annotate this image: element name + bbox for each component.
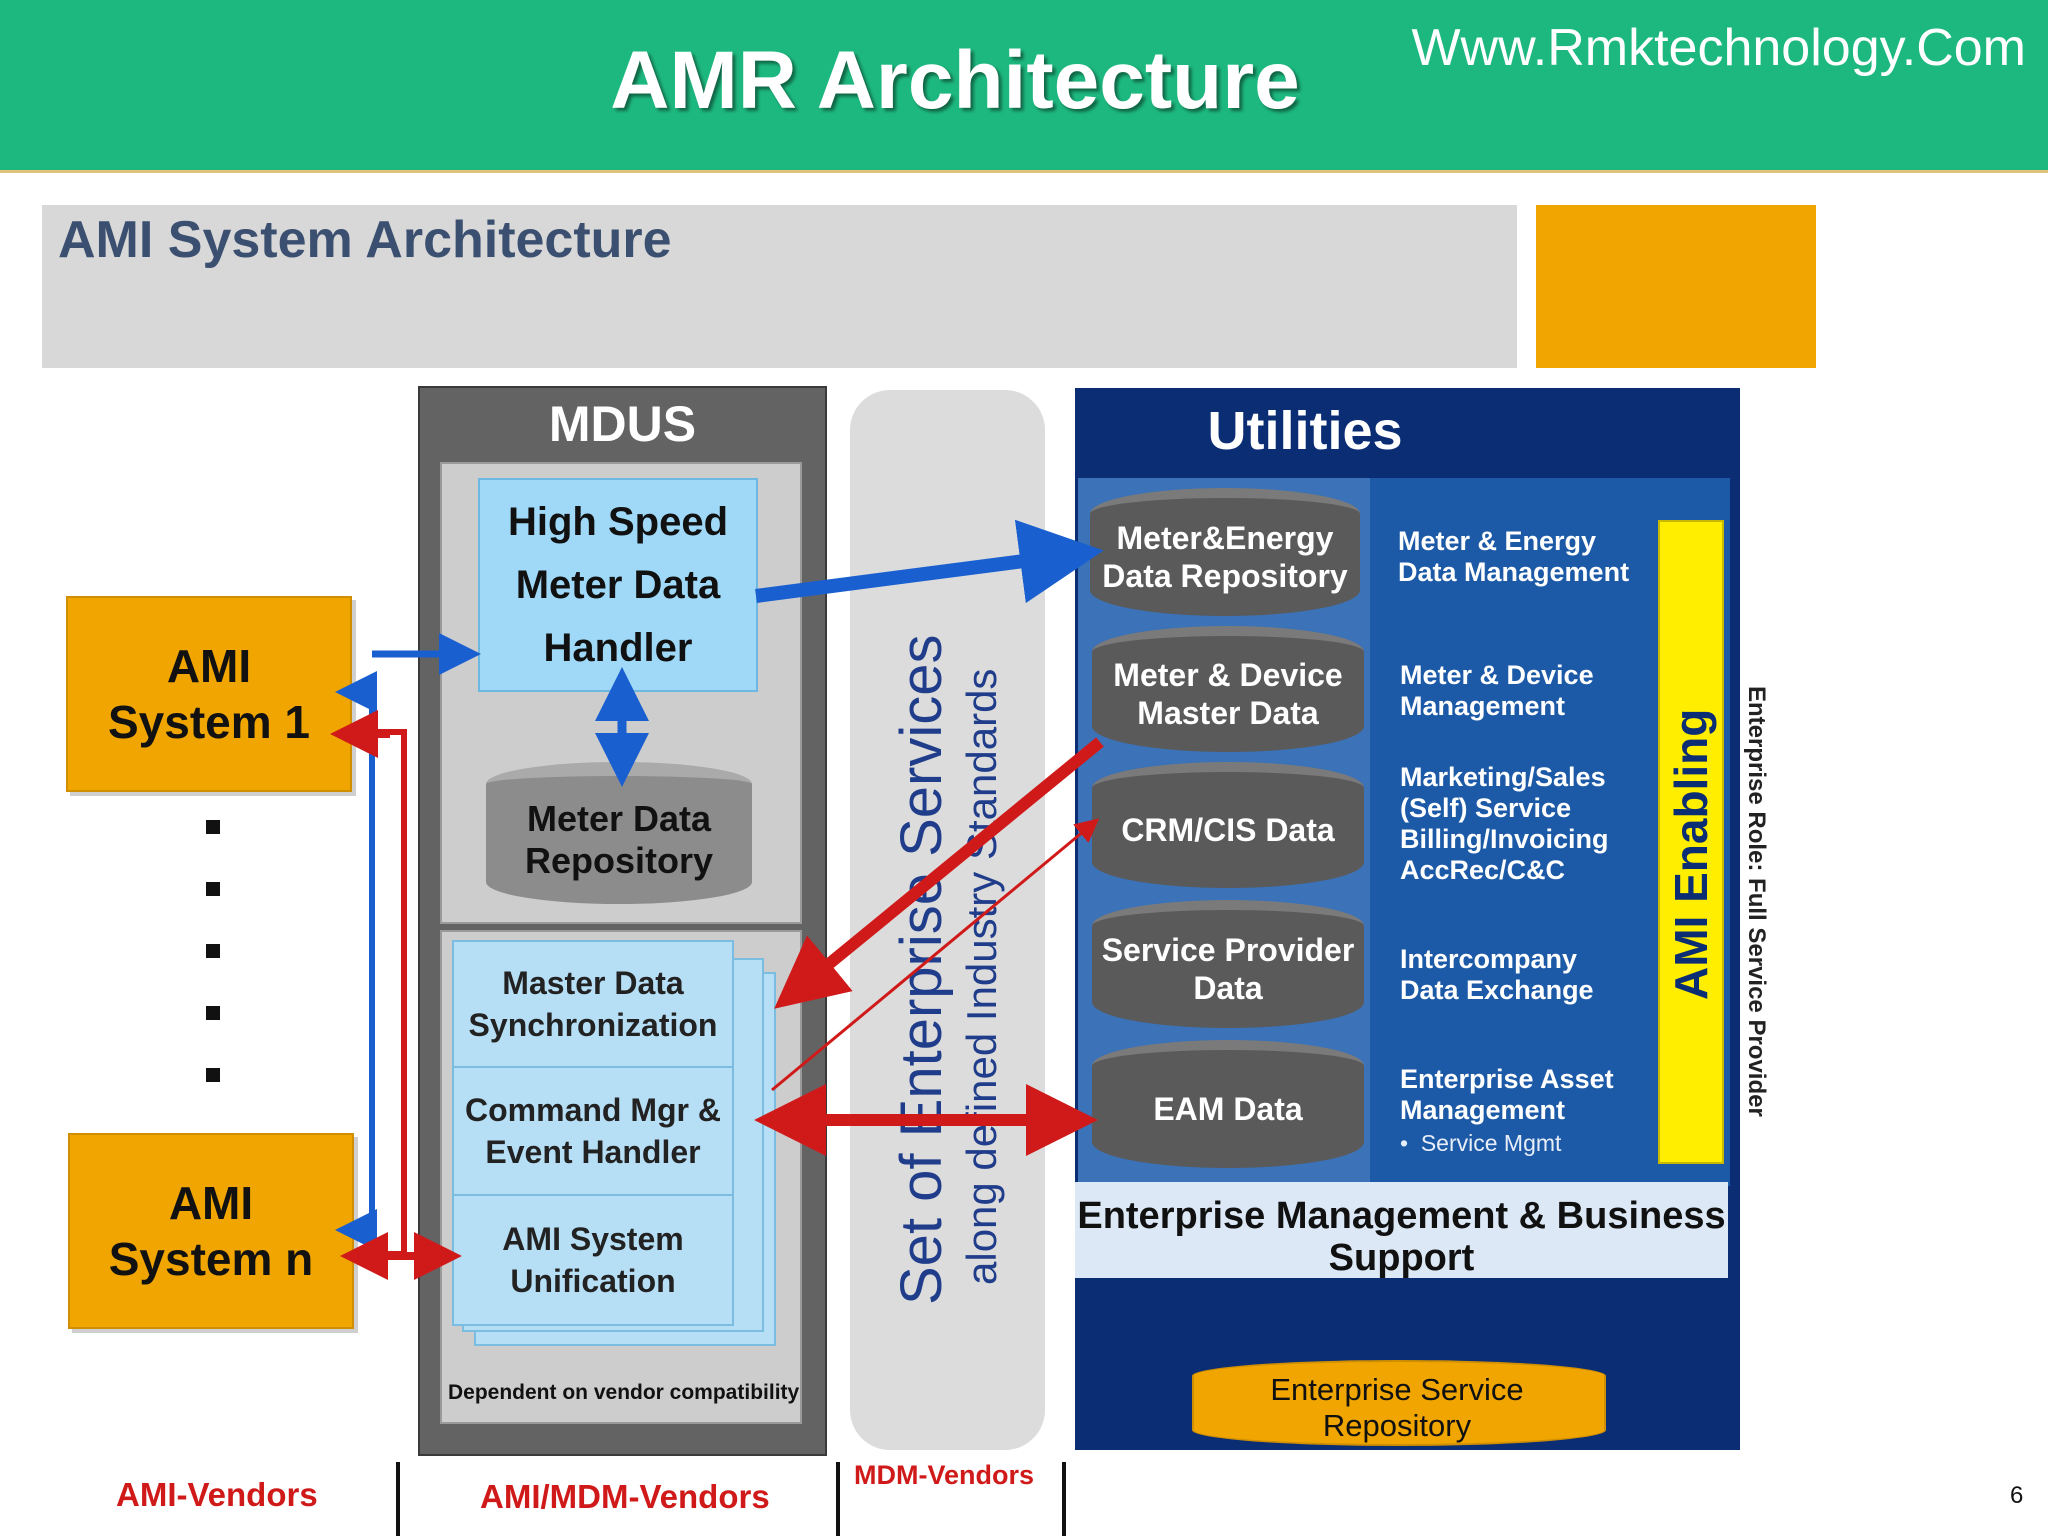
- service-repository-label: Enterprise Service Repository: [1270, 1372, 1524, 1443]
- red-connector-line: [360, 729, 407, 1257]
- vendor-label-ami: AMI-Vendors: [116, 1476, 318, 1513]
- function-marketing-billing: Marketing/Sales (Self) Service Billing/I…: [1400, 762, 1609, 885]
- master-data-sync-label: Master Data Synchronization: [468, 965, 718, 1043]
- vendor-divider: [836, 1462, 840, 1536]
- ami-system-1-label: AMI System 1: [107, 640, 310, 748]
- ami-unification-label: AMI System Unification: [502, 1221, 684, 1299]
- meter-energy-repository-cylinder: Meter&Energy Data Repository: [1090, 488, 1360, 616]
- business-support-label: Enterprise Management & Business Support: [1077, 1195, 1726, 1279]
- ami-system-n-box: AMI System n: [68, 1133, 354, 1329]
- section-title: AMI System Architecture: [58, 211, 672, 269]
- command-mgr-label: Command Mgr & Event Handler: [465, 1092, 721, 1170]
- function-meter-energy: Meter & Energy Data Management: [1398, 526, 1630, 587]
- ami-enabling-label: AMI Enabling: [1665, 708, 1717, 1000]
- ellipsis-dot: [206, 882, 220, 896]
- vendor-divider: [1062, 1462, 1066, 1536]
- service-repository-cylinder: [1192, 1360, 1606, 1446]
- master-data-sync-box: Master Data Synchronization: [452, 940, 734, 1068]
- ami-unification-box: AMI System Unification: [452, 1194, 734, 1326]
- vendor-label-ami-mdm: AMI/MDM-Vendors: [480, 1478, 770, 1515]
- crm-cis-label: CRM/CIS Data: [1121, 812, 1335, 848]
- header-bar: [0, 0, 2048, 173]
- vendor-compatibility-note: Dependent on vendor compatibility: [448, 1381, 800, 1404]
- eam-data-label: EAM Data: [1153, 1091, 1303, 1127]
- ellipsis-dot: [206, 820, 220, 834]
- enterprise-services-label: Set of Enterprise Services: [889, 634, 954, 1305]
- ami-enabling-bar: [1658, 520, 1724, 1164]
- function-meter-device: Meter & Device Management: [1400, 660, 1594, 721]
- command-mgr-box: Command Mgr & Event Handler: [452, 1066, 734, 1196]
- gold-square-decoration: [1536, 205, 1816, 368]
- ellipsis-dot: [206, 944, 220, 958]
- function-intercompany: Intercompany Data Exchange: [1400, 944, 1594, 1005]
- crm-cis-cylinder: CRM/CIS Data: [1092, 762, 1364, 888]
- ami-system-1-box: AMI System 1: [66, 596, 352, 792]
- vendor-label-mdm: MDM-Vendors: [854, 1460, 1035, 1490]
- business-support-band: [1075, 1182, 1728, 1278]
- meter-device-master-label: Meter & Device Master Data: [1113, 657, 1343, 731]
- high-speed-handler-label: High Speed Meter Data Handler: [507, 499, 729, 670]
- website-url: Www.Rmktechnology.Com: [1411, 19, 2026, 77]
- utilities-title: Utilities: [1207, 401, 1403, 461]
- enterprise-role-label: Enterprise Role: Full Service Provider: [1743, 686, 1770, 1117]
- ellipsis-dot: [206, 1068, 220, 1082]
- ami-system-n-label: AMI System n: [108, 1177, 314, 1285]
- section-banner: [42, 205, 1517, 368]
- eam-data-cylinder: EAM Data: [1092, 1040, 1364, 1168]
- function-enterprise-asset: Enterprise Asset Management: [1400, 1064, 1614, 1125]
- vendor-divider: [396, 1462, 400, 1536]
- slide-title: AMR Architecture: [610, 35, 1300, 126]
- high-speed-handler-box: High Speed Meter Data Handler: [478, 478, 758, 692]
- meter-energy-repository-label: Meter&Energy Data Repository: [1102, 520, 1348, 594]
- service-provider-cylinder: Service Provider Data: [1092, 900, 1364, 1028]
- mdus-title: MDUS: [548, 396, 697, 452]
- service-provider-label: Service Provider Data: [1101, 932, 1355, 1006]
- meter-data-repository-label: Meter Data Repository: [524, 798, 714, 881]
- industry-standards-label: along defined Industry Standards: [958, 668, 1005, 1285]
- meter-data-repository-cylinder: Meter Data Repository: [486, 762, 752, 904]
- meter-device-master-cylinder: Meter & Device Master Data: [1092, 626, 1364, 752]
- function-service-mgmt-bullet: • Service Mgmt: [1400, 1130, 1562, 1156]
- ellipsis-dot: [206, 1006, 220, 1020]
- service-mgmt-label: Service Mgmt: [1420, 1130, 1562, 1156]
- page-number: 6: [2010, 1482, 2024, 1509]
